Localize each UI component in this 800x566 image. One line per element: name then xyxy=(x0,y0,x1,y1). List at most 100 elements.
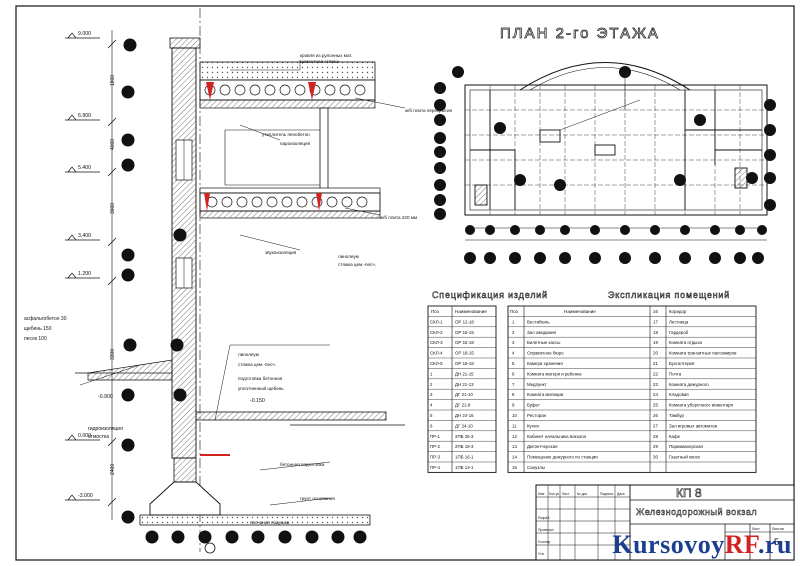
stamp-role: Н.контр. xyxy=(538,540,551,544)
axis-bubble xyxy=(554,179,566,191)
axis-bubble xyxy=(434,132,446,144)
axis-bubble xyxy=(674,174,686,186)
dimension-ticks xyxy=(107,39,117,507)
room-row-pos: 3 xyxy=(512,340,515,345)
axis-bubble xyxy=(145,530,159,544)
axis-bubble xyxy=(484,252,496,264)
roof-seam xyxy=(308,82,316,100)
axis-bubble xyxy=(278,530,292,544)
room-row-pos: 6 xyxy=(512,371,515,376)
spec-row-name: ДГ 24-10 xyxy=(455,423,473,428)
spec-row-name: 1ПБ 13-1 xyxy=(455,465,474,470)
watermark-tail: .ru xyxy=(758,530,792,559)
plan-title: ПЛАН 2-го ЭТАЖА xyxy=(500,25,660,42)
axis-bubble xyxy=(251,530,265,544)
axis-bubble xyxy=(434,114,446,126)
room-row-pos: 29 xyxy=(653,444,658,449)
stamp-cell: № док xyxy=(577,492,587,496)
axis-bubble xyxy=(121,388,135,402)
elevation-label: -3.000 xyxy=(78,493,93,499)
spec-row-pos: СКЛ-2 xyxy=(430,330,443,335)
spec-row-pos: СКЛ-4 xyxy=(430,351,443,356)
axis-bubble xyxy=(121,133,135,147)
elevation-label: 1.200 xyxy=(78,271,91,277)
stamp-sheet-number: 5 xyxy=(774,537,779,547)
foundation-footing xyxy=(149,481,221,516)
axis-bubble xyxy=(170,338,184,352)
parapet xyxy=(169,37,201,49)
layer-note: уплотненный щебень xyxy=(238,385,284,391)
spec-row-pos: 5 xyxy=(430,413,433,418)
spec-row-name: ОР 18-15 xyxy=(455,351,474,356)
room-row-pos: 15 xyxy=(512,465,517,470)
axis-bubble xyxy=(510,225,520,235)
room-row-pos: 24 xyxy=(653,392,658,397)
ground-note: щебень 150 xyxy=(24,326,52,332)
room-row-pos: 30 xyxy=(653,455,658,460)
rooms-header-pos: Поз xyxy=(510,309,518,314)
spec-row-name: ДН 24-15 xyxy=(455,413,474,418)
outer-wall xyxy=(171,47,197,459)
axis-bubble xyxy=(434,194,446,206)
spec-row-pos: 1 xyxy=(430,371,433,376)
spec-row-pos: СКЛ-5 xyxy=(430,361,443,366)
plan-arch-inner xyxy=(529,67,681,91)
room-row-pos: 22 xyxy=(653,371,658,376)
room-row-name: Камера хранения xyxy=(527,361,563,366)
spec-row-name: ОР 12-18 xyxy=(455,319,474,324)
blind-area xyxy=(87,359,173,381)
room-row-pos: 11 xyxy=(512,423,517,428)
axis-bubble xyxy=(764,99,776,111)
room-row-name: Кухня xyxy=(527,423,539,428)
room-row-pos: 19 xyxy=(653,340,658,345)
watermark-main: Kursovoy xyxy=(612,530,725,559)
axis-bubble xyxy=(171,530,185,544)
axis-bubble xyxy=(485,225,495,235)
axis-bubble xyxy=(121,158,135,172)
ground-note: асфальтобетон 30 xyxy=(24,316,67,322)
axis-bubble xyxy=(534,252,546,264)
elevation-label: 5.400 xyxy=(78,165,91,171)
axis-bubble xyxy=(649,252,661,264)
axis-bubble xyxy=(746,172,758,184)
axis-bubble xyxy=(464,252,476,264)
room-row-name: Газетный киоск xyxy=(669,455,700,460)
layer-note: стяжка цем.-песч. xyxy=(238,362,276,367)
slab-seam xyxy=(316,193,322,211)
elevation-labels: 9.000 6.900 5.400 3.400 1.200 0.000 -3.0… xyxy=(78,31,265,499)
spec-header-pos: Поз xyxy=(431,309,439,314)
roof-insulation xyxy=(199,61,376,81)
layer-note: песчаная подушка xyxy=(250,520,290,525)
axis-bubble xyxy=(434,82,446,94)
dimension-label: 1800 xyxy=(110,75,116,86)
stamp-sheet-label: Лист xyxy=(752,527,760,531)
spec-row-name: ОР 15-15 xyxy=(455,330,474,335)
floor-finish xyxy=(199,187,381,194)
axis-bubble xyxy=(619,66,631,78)
spec-row-name: 2ПБ 25-3 xyxy=(455,434,474,439)
layer-note: бетонная подготовка xyxy=(280,462,325,467)
rooms-table-title: Экспликация помещений xyxy=(608,290,730,300)
room-row-name: Санузлы xyxy=(527,465,545,470)
axis-bubble xyxy=(121,268,135,282)
room-row-name: Кабинет начальника вокзала xyxy=(527,434,587,439)
room-row-name: Зал игровых автоматов xyxy=(669,423,718,428)
plan-leader xyxy=(559,99,641,131)
room-row-name: Диспетчерская xyxy=(527,444,558,449)
interior-wall xyxy=(319,107,329,191)
axis-bubble xyxy=(173,388,187,402)
room-row-pos: 13 xyxy=(512,444,517,449)
section-level-bubbles xyxy=(121,38,367,554)
floor-beam xyxy=(199,210,381,219)
room-row-name: Комната уборочного инвентаря xyxy=(669,403,734,408)
elevation-label: 0.000 xyxy=(78,433,91,439)
elevation-label: -0.900 xyxy=(98,394,113,400)
room-row-name: Бухгалтерия xyxy=(669,361,695,366)
axis-bubble xyxy=(434,146,446,158)
axis-bubble xyxy=(752,252,764,264)
room-row-pos: 14 xyxy=(512,455,517,460)
axis-bubble xyxy=(620,225,630,235)
spec-row-name: ДГ 21-9 xyxy=(455,403,471,408)
